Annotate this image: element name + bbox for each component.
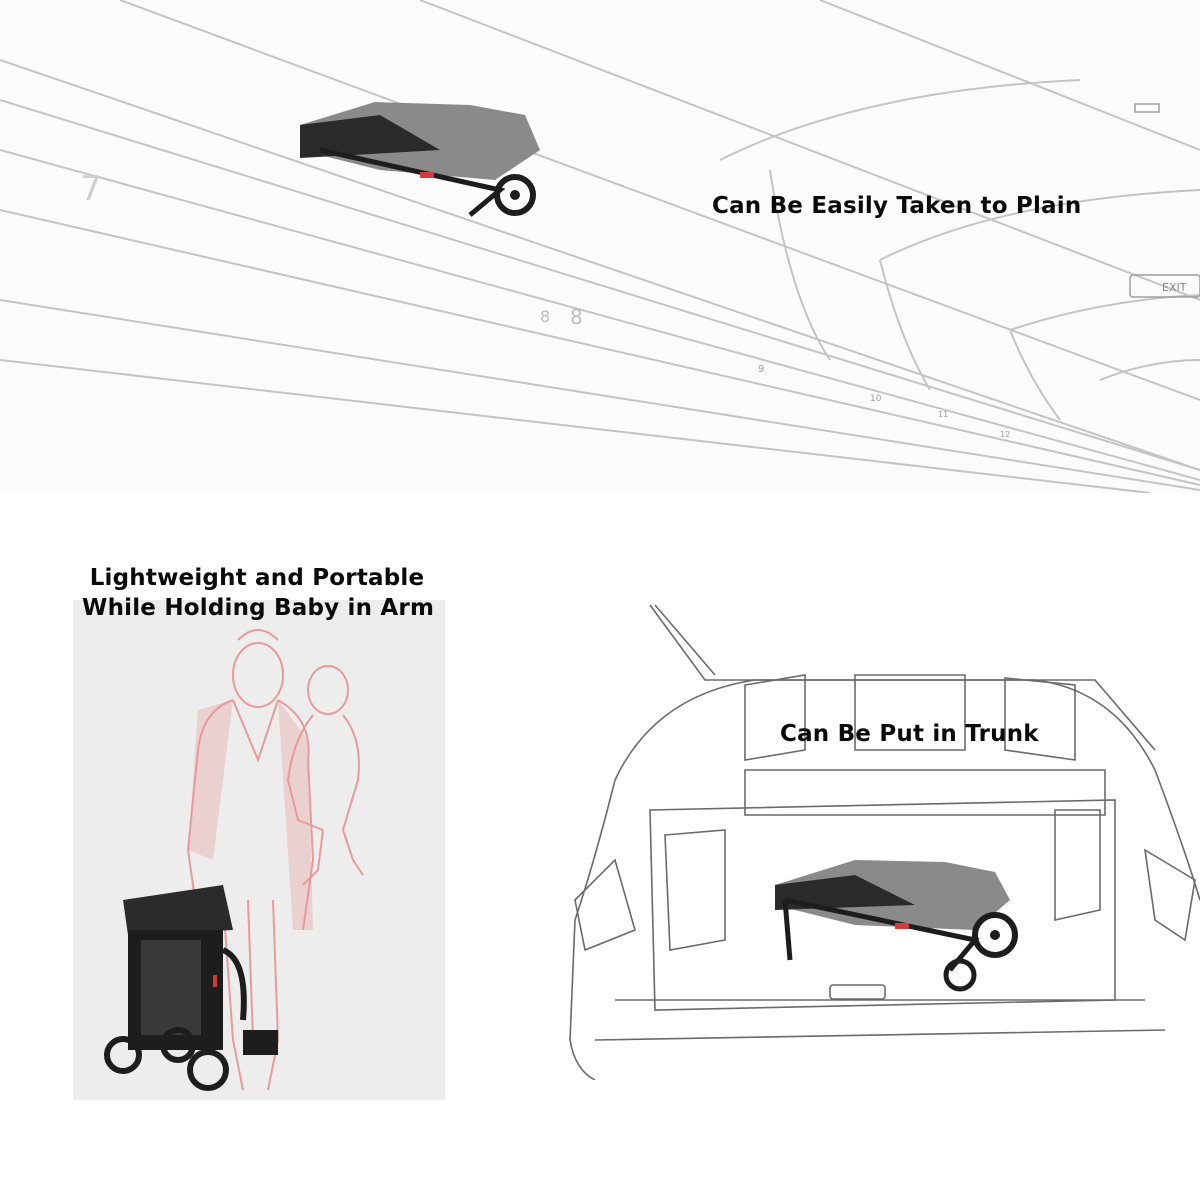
car-trunk-illustration [569, 604, 1200, 1080]
row-number: 7 [80, 169, 102, 209]
row-number: 9 [758, 364, 764, 375]
trunk-caption: Can Be Put in Trunk [780, 721, 1039, 747]
row-number: 8 [570, 305, 583, 329]
exit-sign: EXIT [1162, 281, 1187, 294]
portable-caption: Lightweight and Portable While Holding B… [82, 563, 435, 623]
portable-caption-line2: While Holding Baby in Arm [82, 595, 435, 621]
row-number: 12 [1000, 430, 1010, 439]
row-number: 11 [938, 410, 948, 419]
car-trunk-panel [555, 600, 1200, 1080]
row-number: 10 [870, 394, 882, 404]
portable-panel [73, 600, 445, 1100]
airplane-cabin-panel: 7 8 8 9 10 11 12 EXIT [0, 0, 1200, 493]
plane-caption: Can Be Easily Taken to Plain [712, 193, 1082, 219]
portable-caption-line1: Lightweight and Portable [89, 565, 425, 591]
mother-with-baby-illustration [104, 629, 364, 1091]
stroller-folded-icon [300, 102, 540, 217]
plane-cabin-illustration: 7 8 8 9 10 11 12 EXIT [0, 0, 1200, 493]
row-number: 8 [540, 307, 550, 326]
stroller-folded-icon [775, 860, 1018, 992]
stroller-folded-icon [104, 885, 278, 1091]
